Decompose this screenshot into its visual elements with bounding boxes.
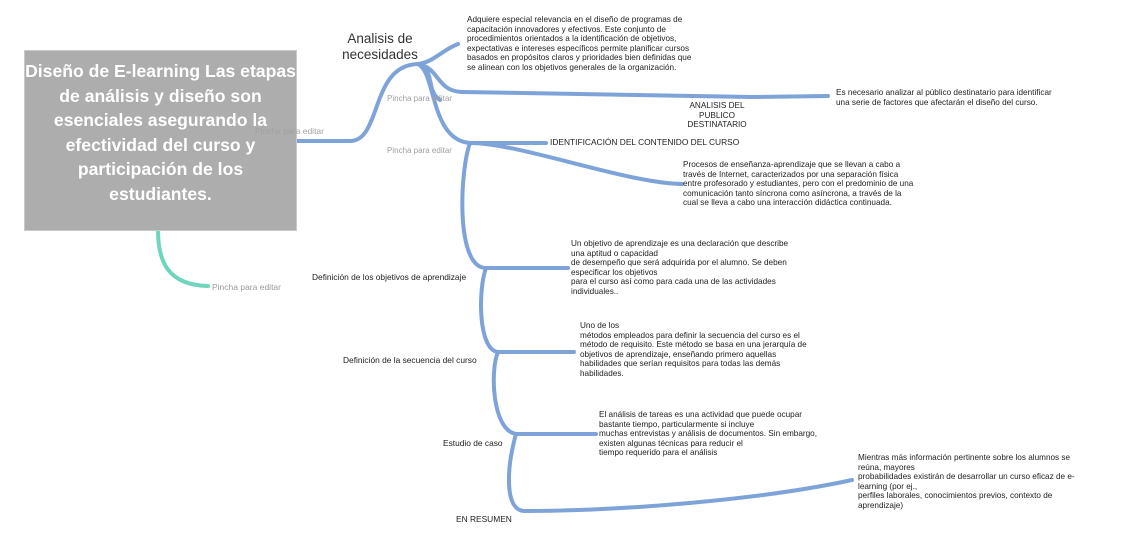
caso-label[interactable]: Estudio de caso (443, 438, 503, 448)
link-to-secuencia (479, 266, 576, 354)
link-to-contenido (416, 62, 548, 145)
secuencia-label[interactable]: Definición de la secuencia del curso (343, 355, 477, 365)
analisis-node-title[interactable]: Analisis de necesidades (342, 31, 418, 62)
secuencia-note: Uno de los métodos empleados para defini… (580, 321, 807, 378)
resumen-label[interactable]: EN RESUMEN (456, 514, 512, 524)
link-to-contenido-note (468, 141, 684, 186)
link-to-objetivos (460, 141, 570, 270)
objetivos-label[interactable]: Definición de los objetivos de aprendiza… (312, 272, 467, 282)
edit-hint-green[interactable]: Pincha para editar (212, 282, 281, 292)
central-topic-text: Diseño de E-learning Las etapas de análi… (25, 61, 296, 204)
link-to-caso (491, 350, 598, 436)
edit-hint-analisis[interactable]: Pincha para editar (387, 94, 452, 103)
contenido-label[interactable]: IDENTIFICACIÓN DEL CONTENIDO DEL CURSO (550, 137, 740, 147)
objetivos-note: Un objetivo de aprendizaje es una declar… (571, 239, 789, 296)
resumen-note: Mientras más información pertinente sobr… (858, 453, 1075, 510)
link-central-to-green-hint (156, 228, 210, 288)
relevance-note: Adquiere especial relevancia en el diseñ… (467, 15, 692, 72)
central-topic-node[interactable]: Diseño de E-learning Las etapas de análi… (25, 51, 296, 230)
publico-note: Es necesario analizar al público destina… (836, 88, 1052, 107)
publico-label[interactable]: ANALISIS DEL PUBLICO DESTINATARIO (687, 101, 747, 130)
edit-hint-contenido[interactable]: Pincha para editar (387, 146, 452, 155)
caso-note: El análisis de tareas es una actividad q… (599, 410, 817, 458)
link-to-analisis (348, 62, 420, 143)
edit-hint-central[interactable]: Pincha para editar (255, 126, 324, 136)
link-to-resumen (507, 432, 854, 514)
contenido-note: Procesos de enseñanza-aprendizaje que se… (683, 160, 914, 208)
